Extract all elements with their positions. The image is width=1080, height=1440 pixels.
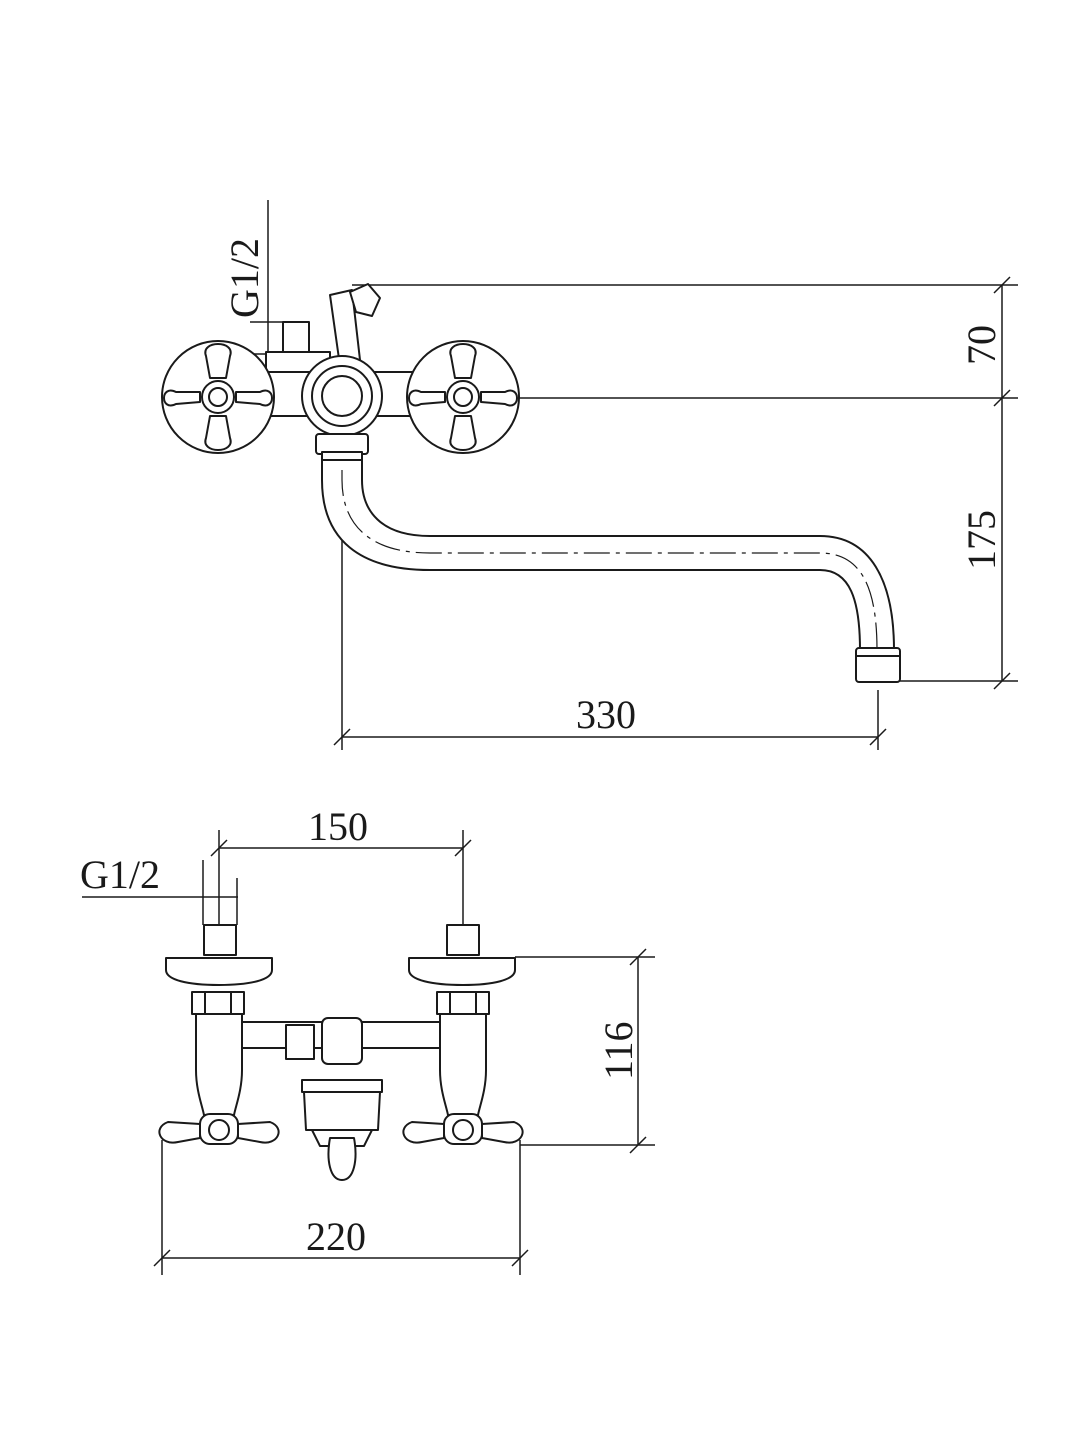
front-thread-label: G1/2 xyxy=(80,852,160,897)
dim-inlet-spacing: 150 xyxy=(308,804,368,849)
aerator xyxy=(855,647,901,683)
diverter-knob xyxy=(349,283,381,317)
front-right-inlet xyxy=(446,924,480,956)
spout-centerline xyxy=(341,470,878,651)
dim-overall-width: 220 xyxy=(306,1214,366,1259)
front-diverter-nut xyxy=(285,1024,315,1060)
front-spout-collar xyxy=(301,1079,383,1093)
side-thread-label: G1/2 xyxy=(222,238,267,318)
front-left-inlet xyxy=(203,924,237,956)
left-cross-handle xyxy=(161,340,275,454)
dim-spout-reach: 330 xyxy=(576,692,636,737)
front-view-dimension-lines xyxy=(82,830,655,1275)
side-inlet-stub xyxy=(282,321,310,355)
dim-spout-height: 175 xyxy=(959,510,1004,570)
central-body xyxy=(301,355,383,437)
left-valve-body xyxy=(195,1013,243,1116)
right-cross-handle xyxy=(406,340,520,454)
right-valve-body xyxy=(439,1013,487,1116)
right-flange xyxy=(408,957,516,986)
front-view: 150 G1/2 116 220 xyxy=(80,804,655,1275)
side-view: G1/2 70 175 330 xyxy=(161,200,1018,750)
dim-body-height: 116 xyxy=(596,1021,641,1080)
right-nut xyxy=(436,991,490,1015)
front-left-handle xyxy=(158,1113,280,1145)
left-flange xyxy=(165,957,273,986)
front-diverter-lever xyxy=(327,1137,357,1181)
spout-pipe xyxy=(321,459,895,651)
front-right-handle xyxy=(402,1113,524,1145)
left-nut xyxy=(191,991,245,1015)
side-view-dimension-lines xyxy=(250,200,1018,750)
dim-top-height: 70 xyxy=(959,325,1004,365)
front-spout-block xyxy=(303,1091,381,1131)
front-diverter-body xyxy=(321,1017,363,1065)
